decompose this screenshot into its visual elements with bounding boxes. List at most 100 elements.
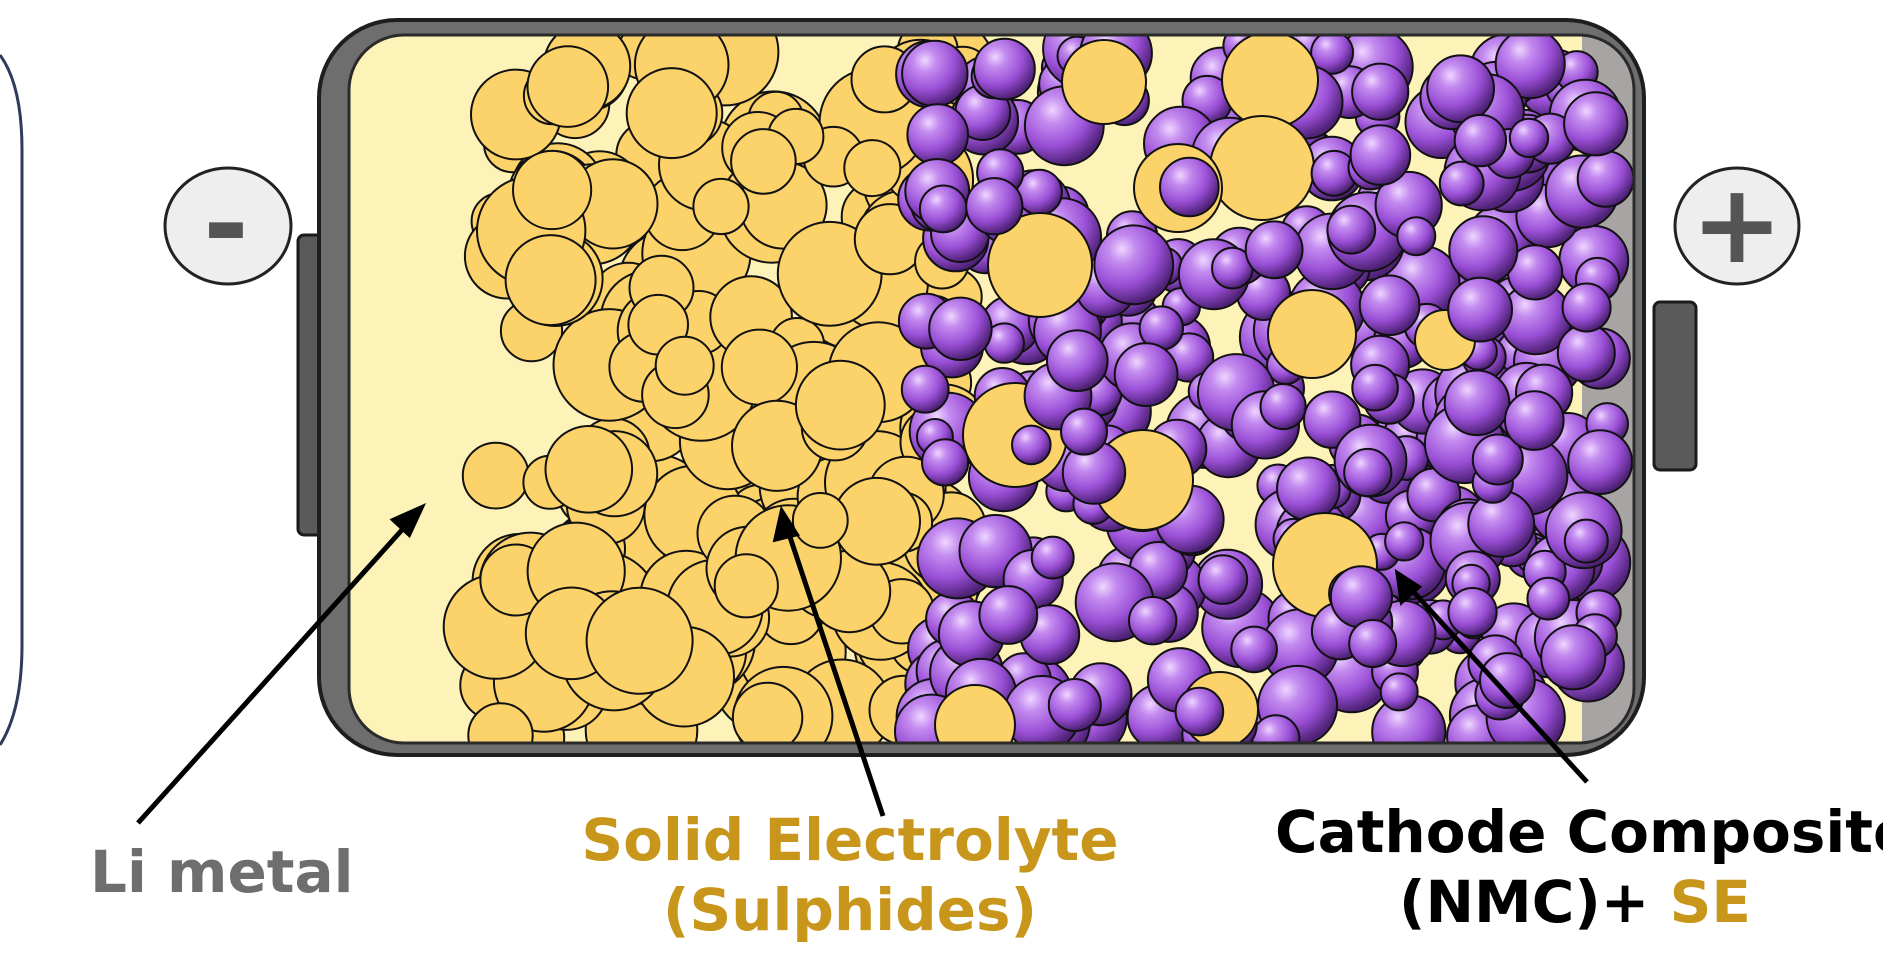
nmc-particle — [1379, 672, 1419, 712]
electrolyte-particle — [544, 425, 634, 514]
nmc-particle — [1526, 576, 1571, 621]
nmc-particle — [1197, 554, 1249, 605]
nmc-particle — [1244, 220, 1304, 280]
nmc-particle — [1351, 363, 1399, 412]
left-panel-frame — [0, 54, 24, 746]
nmc-particle — [1128, 596, 1178, 646]
cathode-se-particle — [987, 212, 1093, 318]
negative-terminal-sign: - — [203, 160, 249, 288]
electrolyte-particle — [461, 441, 530, 510]
cathode-se-particle — [1209, 115, 1315, 221]
nmc-particle — [1471, 433, 1524, 486]
nmc-particle — [1494, 35, 1566, 100]
positive-terminal: + — [1673, 160, 1801, 288]
electrolyte-particle — [526, 45, 610, 128]
electrolyte-particle — [654, 335, 715, 396]
nmc-particle — [1396, 216, 1437, 257]
cell-interior-outline — [347, 33, 1636, 745]
nmc-particle — [1326, 204, 1377, 255]
callout-arrows — [136, 503, 1589, 825]
nmc-particle — [1174, 686, 1225, 737]
nmc-particle — [1576, 150, 1634, 208]
electrolyte-particle — [467, 702, 534, 743]
solid-electrolyte-label-line2: (Sulphides) — [662, 875, 1038, 944]
nmc-particle — [921, 438, 970, 487]
solid-electrolyte-label: Solid Electrolyte (Sulphides) — [560, 806, 1140, 945]
nmc-particle — [1479, 652, 1536, 709]
electrolyte-particle — [504, 234, 597, 327]
nmc-particle — [1448, 215, 1519, 286]
nmc-particle — [1567, 429, 1633, 496]
nmc-particle — [1329, 565, 1394, 629]
electrolyte-particle — [713, 553, 779, 619]
solid-electrolyte-label-line1: Solid Electrolyte — [581, 806, 1119, 874]
electrolyte-particle — [730, 128, 797, 195]
nmc-particle — [1447, 276, 1513, 343]
nmc-particle — [1426, 54, 1495, 124]
nmc-particle — [1453, 113, 1508, 168]
electrolyte-particle — [791, 492, 849, 549]
electrolyte-particle — [731, 681, 804, 743]
nmc-particle — [906, 103, 970, 166]
nmc-particle — [978, 585, 1039, 645]
nmc-particle — [1508, 117, 1550, 159]
nmc-particle — [1443, 369, 1511, 437]
electrolyte-particle — [512, 149, 593, 231]
cathode-se-particle — [1061, 39, 1147, 125]
nmc-particle — [1093, 224, 1175, 306]
nmc-particle — [1276, 456, 1341, 522]
li-metal-label-text: Li metal — [90, 838, 354, 906]
nmc-particle — [1349, 124, 1412, 186]
nmc-particle — [1540, 624, 1607, 691]
electrolyte-arrow — [784, 527, 886, 817]
nmc-particle — [1113, 342, 1179, 408]
electrolyte-particle — [720, 328, 799, 406]
negative-terminal: - — [163, 160, 293, 288]
cathode-composite-label-line1: Cathode Composite — [1275, 798, 1883, 866]
nmc-particle — [1561, 282, 1612, 333]
nmc-particle — [1047, 678, 1102, 732]
nmc-particle — [1159, 156, 1220, 218]
nmc-particle — [1343, 447, 1393, 498]
cathode-arrow — [1408, 586, 1589, 784]
electrolyte-particle — [692, 177, 750, 236]
electrolyte-particle — [843, 139, 902, 198]
nmc-particle — [965, 177, 1024, 236]
nmc-particle — [1230, 625, 1278, 674]
nmc-particle — [1259, 383, 1307, 431]
nmc-particle — [1046, 329, 1109, 393]
positive-tab — [1652, 300, 1698, 472]
nmc-particle — [1358, 274, 1421, 337]
se-text: SE — [1669, 867, 1752, 936]
electrolyte-particle — [794, 359, 886, 451]
nmc-particle — [1384, 521, 1425, 562]
li-metal-arrow — [136, 519, 412, 825]
li-metal-label: Li metal — [90, 838, 354, 908]
nmc-particle — [1563, 91, 1629, 157]
nmc-particle — [1438, 160, 1485, 207]
electrolyte-arrowhead — [772, 505, 800, 543]
cathode-composite-label: Cathode Composite (NMC)+ SE — [1275, 798, 1883, 938]
nmc-particle — [1348, 619, 1398, 668]
nmc-particle — [901, 39, 969, 108]
li-metal-arrowhead — [389, 503, 427, 539]
nmc-particle — [1504, 390, 1565, 451]
cathode-se-particle — [1267, 289, 1357, 379]
nmc-particle — [918, 184, 968, 234]
cathode-se-particle — [1221, 35, 1319, 129]
nmc-particle — [1011, 424, 1052, 466]
nmc-particle — [1310, 35, 1355, 75]
cathode-se-particle — [934, 684, 1016, 743]
nmc-particle — [1556, 323, 1616, 383]
positive-terminal-sign: + — [1691, 160, 1783, 288]
cathode-composite-label-line2: (NMC)+ SE — [1275, 868, 1875, 938]
nmc-particle — [900, 364, 950, 414]
nmc-particle — [1447, 587, 1498, 638]
electrolyte-particle — [585, 586, 694, 695]
nmc-particle — [1060, 407, 1108, 456]
electrolyte-particle — [625, 67, 718, 160]
nmc-particle — [1563, 518, 1609, 564]
cathode-arrowhead — [1394, 568, 1423, 606]
nmc-particle — [1030, 535, 1075, 580]
